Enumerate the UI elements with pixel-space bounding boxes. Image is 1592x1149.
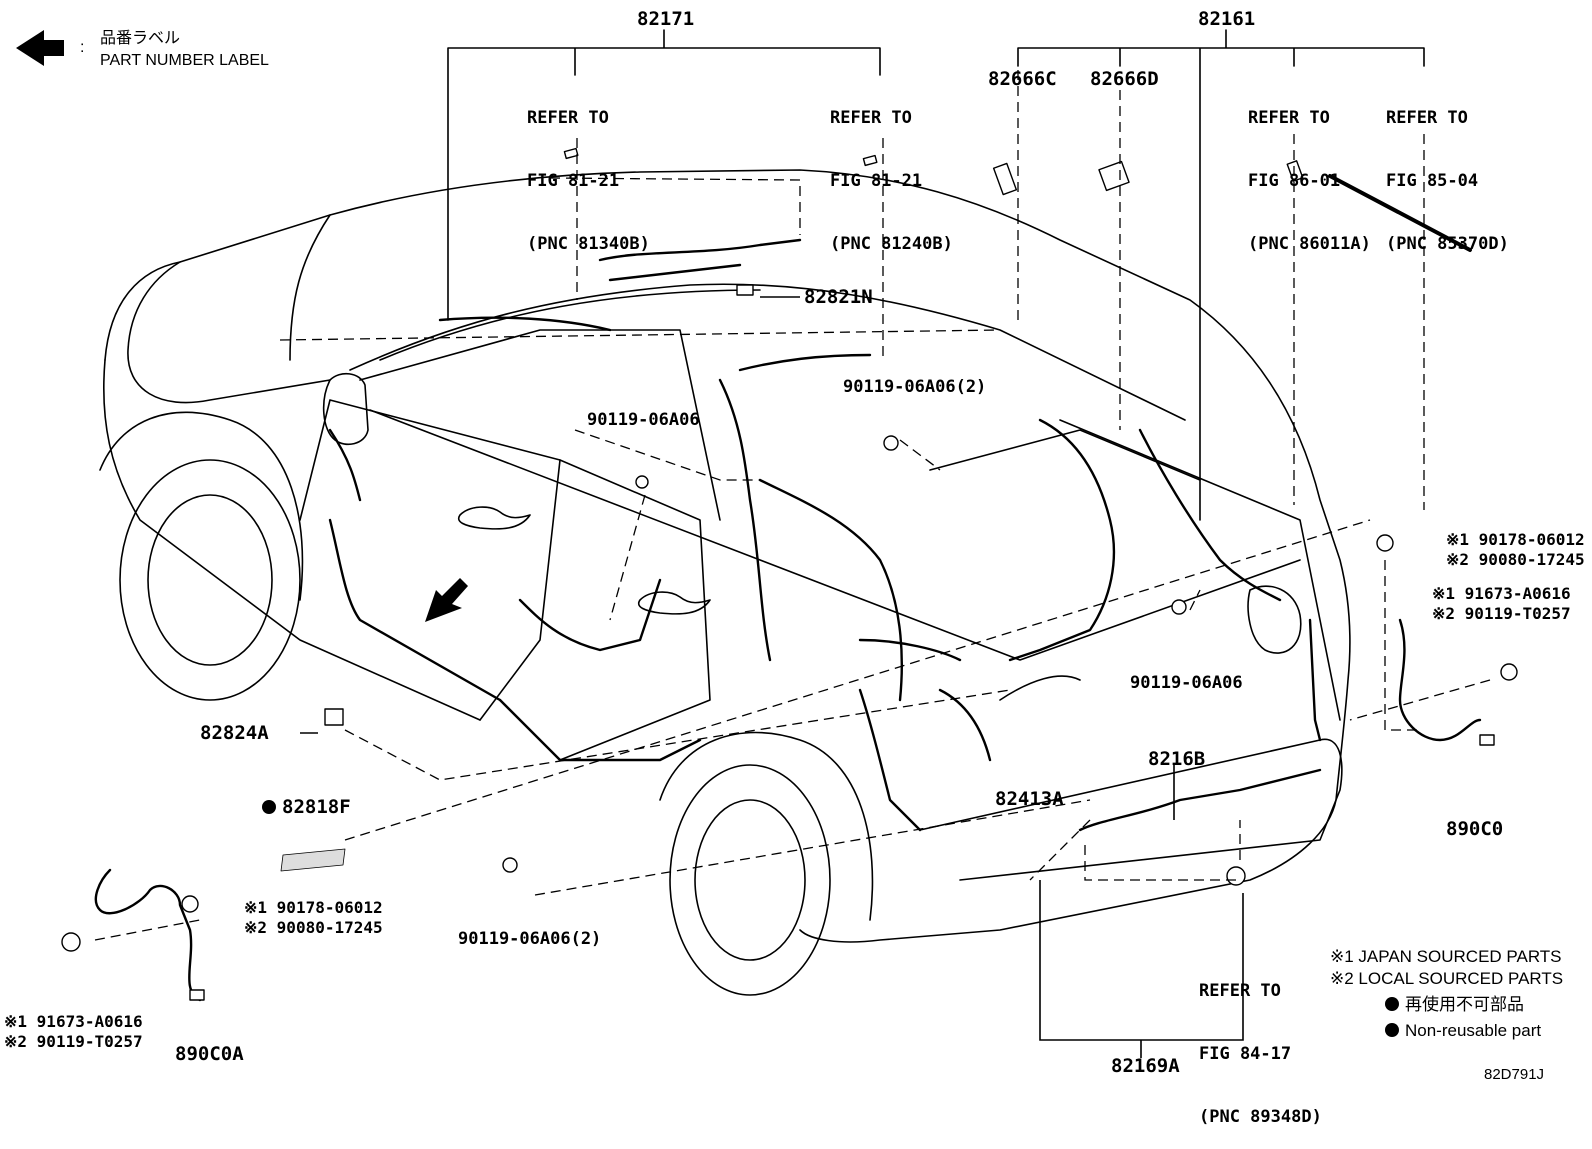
fastener-japan: ※1 90178-06012 — [1446, 530, 1585, 549]
refer-line-3: (PNC 81240B) — [830, 234, 953, 254]
note-non-reusable-en: Non-reusable part — [1385, 1020, 1541, 1041]
refer-to-86011A: REFER TO FIG 86-01 (PNC 86011A) — [1248, 66, 1371, 276]
vehicle-illustration — [16, 29, 1518, 1058]
part-number-label-jp: 品番ラベル — [100, 30, 181, 47]
wiring-diagram: : 品番ラベル PART NUMBER LABEL 82171 82161 82… — [4, 8, 1585, 1127]
note-non-reusable-en-text: Non-reusable part — [1405, 1021, 1542, 1040]
fastener-japan: ※1 91673-A0616 — [4, 1012, 143, 1031]
figure-id: 82D791J — [1484, 1066, 1545, 1083]
part-82666C: 82666C — [988, 68, 1057, 90]
refer-line-1: REFER TO — [1386, 108, 1468, 128]
fastener-japan: ※1 90178-06012 — [244, 898, 383, 917]
part-82818F: 82818F — [282, 796, 351, 818]
refer-to-89348D: REFER TO FIG 84-17 (PNC 89348D) — [1199, 939, 1322, 1149]
note-japan-sourced: ※1 JAPAN SOURCED PARTS — [1330, 947, 1562, 966]
part-82824A: 82824A — [200, 722, 269, 744]
fastener-pair-right-lower: ※1 91673-A0616 ※2 90119-T0257 — [1432, 584, 1571, 624]
refer-line-1: REFER TO — [830, 108, 912, 128]
part-82821N: 82821N — [804, 286, 873, 308]
refer-line-1: REFER TO — [527, 108, 609, 128]
part-90119-06A06-mid: 90119-06A06 — [587, 410, 700, 430]
fastener-pair-left-upper: ※1 90178-06012 ※2 90080-17245 — [244, 898, 383, 938]
part-number-label-arrow-icon — [16, 30, 64, 66]
part-82161: 82161 — [1198, 8, 1256, 30]
part-82169A: 82169A — [1111, 1055, 1180, 1077]
fastener-local: ※2 90080-17245 — [1446, 550, 1585, 569]
refer-line-3: (PNC 85370D) — [1386, 234, 1509, 254]
fastener-pair-left-lower: ※1 91673-A0616 ※2 90119-T0257 — [4, 1012, 143, 1052]
part-90119-06A06-2-top: 90119-06A06(2) — [843, 377, 987, 397]
fastener-pair-right-upper: ※1 90178-06012 ※2 90080-17245 — [1446, 530, 1585, 570]
refer-line-2: FIG 86-01 — [1248, 171, 1341, 191]
refer-line-1: REFER TO — [1199, 981, 1281, 1001]
note-non-reusable-jp: 再使用不可部品 — [1385, 994, 1524, 1015]
part-82171: 82171 — [637, 8, 695, 30]
part-890C0A: 890C0A — [175, 1043, 244, 1065]
refer-to-81240B: REFER TO FIG 81-21 (PNC 81240B) — [830, 66, 953, 276]
refer-line-3: (PNC 81340B) — [527, 234, 650, 254]
part-90119-06A06-right: 90119-06A06 — [1130, 673, 1243, 693]
fastener-japan: ※1 91673-A0616 — [1432, 584, 1571, 603]
refer-line-2: FIG 81-21 — [830, 171, 923, 191]
non-reusable-dot-icon — [1385, 1023, 1399, 1037]
refer-line-2: FIG 81-21 — [527, 171, 620, 191]
part-82666D: 82666D — [1090, 68, 1159, 90]
fastener-local: ※2 90119-T0257 — [4, 1032, 143, 1051]
part-8216B: 8216B — [1148, 748, 1206, 770]
fastener-local: ※2 90080-17245 — [244, 918, 383, 937]
refer-to-81340B: REFER TO FIG 81-21 (PNC 81340B) — [527, 66, 650, 276]
refer-line-1: REFER TO — [1248, 108, 1330, 128]
refer-line-2: FIG 84-17 — [1199, 1044, 1292, 1064]
legend-colon: : — [80, 39, 85, 56]
part-number-label-en: PART NUMBER LABEL — [100, 52, 269, 69]
part-82818F-row: 82818F — [262, 796, 351, 818]
harness-direction-arrow-icon — [425, 578, 468, 622]
note-non-reusable-jp-text: 再使用不可部品 — [1405, 995, 1524, 1014]
non-reusable-dot-icon — [1385, 997, 1399, 1011]
refer-line-2: FIG 85-04 — [1386, 171, 1479, 191]
part-82413A: 82413A — [995, 788, 1064, 810]
fastener-local: ※2 90119-T0257 — [1432, 604, 1571, 623]
part-890C0: 890C0 — [1446, 818, 1504, 840]
refer-line-3: (PNC 89348D) — [1199, 1107, 1322, 1127]
note-local-sourced: ※2 LOCAL SOURCED PARTS — [1330, 969, 1564, 988]
non-reusable-dot-icon — [262, 800, 276, 814]
refer-line-3: (PNC 86011A) — [1248, 234, 1371, 254]
part-90119-06A06-2-bottom: 90119-06A06(2) — [458, 929, 602, 949]
refer-to-85370D: REFER TO FIG 85-04 (PNC 85370D) — [1386, 66, 1509, 276]
